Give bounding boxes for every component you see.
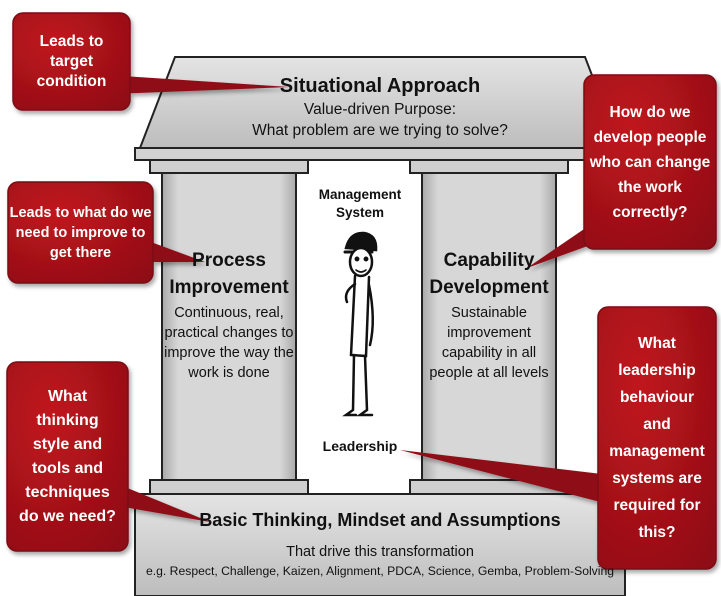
callout-top-right-line: develop people: [593, 128, 707, 146]
right-pillar-body-2: improvement: [447, 325, 531, 341]
callout-top-right-line: who can change: [589, 153, 711, 171]
callout-top-left: [12, 12, 290, 111]
roof-title: Situational Approach: [279, 75, 481, 97]
callout-bottom-right-line: leadership: [618, 362, 696, 379]
callout-mid-left-text: Leads to what do we need to improve to g…: [8, 182, 153, 283]
left-pillar-body-4: work is done: [188, 365, 270, 381]
callout-bottom-left-text: What thinking style and tools and techni…: [7, 362, 128, 551]
callout-bottom-right-text: What leadership behaviour and management…: [598, 307, 716, 569]
left-pillar-base: [149, 479, 309, 495]
callout-bottom-left-line: thinking: [36, 411, 99, 429]
callout-bottom-right-line: and: [643, 416, 671, 433]
callout-bottom-right-line: What: [638, 335, 676, 352]
callout-bottom-left-line: What: [47, 387, 88, 405]
right-pillar: [421, 172, 557, 481]
right-pillar-title-1: Capability: [443, 250, 535, 271]
callout-top-right-text: How do we develop people who can change …: [584, 75, 716, 249]
system-label: System: [335, 205, 385, 220]
foundation: [134, 493, 626, 596]
management-label: Management: [318, 187, 402, 202]
callout-mid-left-line: get there: [49, 244, 112, 261]
left-pillar-title-2: Improvement: [169, 277, 289, 298]
left-pillar-body-1: Continuous, real,: [174, 305, 284, 321]
callout-bottom-left: [6, 361, 210, 552]
leadership-text: Leadership: [322, 438, 398, 454]
callout-top-left-text: Leads to target condition: [13, 13, 130, 110]
callout-bottom-left-line: style and: [32, 435, 103, 453]
right-pillar-text: Capability Development Sustainable impro…: [422, 247, 556, 383]
leadership-label: Leadership: [308, 437, 412, 455]
callout-top-right: [527, 74, 717, 268]
foundation-line-2: e.g. Respect, Challenge, Kaizen, Alignme…: [145, 564, 615, 578]
callout-bottom-right-line: systems are: [612, 470, 702, 487]
left-pillar-text: Process Improvement Continuous, real, pr…: [162, 247, 296, 383]
roof-text: Situational Approach Value-driven Purpos…: [175, 73, 585, 141]
roof-line-2: What problem are we trying to solve?: [252, 122, 508, 139]
callout-bottom-right: [400, 306, 717, 570]
callout-bottom-right-line: this?: [638, 524, 676, 541]
left-pillar-title-1: Process: [192, 250, 266, 271]
management-system-label: Management System: [308, 186, 412, 222]
callout-bottom-right-line: required for: [613, 497, 701, 514]
left-pillar-body-3: improve the way the: [164, 345, 294, 361]
callout-top-left-line: target: [49, 52, 94, 70]
right-pillar-body-1: Sustainable: [451, 305, 527, 321]
callout-mid-left-line: need to improve to: [15, 224, 146, 241]
right-pillar-body-3: capability in all: [441, 345, 537, 361]
callout-top-left-line: condition: [36, 72, 107, 90]
callout-mid-left: [7, 181, 205, 284]
left-capital: [149, 159, 309, 174]
roof-beam: [134, 147, 626, 161]
leader-figure: [342, 231, 378, 417]
callout-top-right-line: correctly?: [612, 203, 688, 221]
left-pillar: [161, 172, 297, 481]
callout-top-right-line: the work: [618, 178, 682, 196]
callout-top-right-line: How do we: [609, 103, 691, 121]
foundation-line-1: That drive this transformation: [286, 544, 474, 560]
callout-top-left-line: Leads to: [39, 32, 104, 50]
right-pillar-title-2: Development: [429, 277, 549, 298]
foundation-title: Basic Thinking, Mindset and Assumptions: [199, 510, 561, 530]
callout-bottom-left-line: do we need?: [19, 507, 116, 525]
callout-bottom-right-line: management: [609, 443, 705, 460]
callout-bottom-left-line: tools and: [31, 459, 104, 477]
callout-bottom-right-line: behaviour: [619, 389, 695, 406]
callout-bottom-left-line: techniques: [25, 483, 110, 501]
roof-line-1: Value-driven Purpose:: [303, 101, 457, 118]
right-pillar-body-4: people at all levels: [429, 365, 549, 381]
left-pillar-body-2: practical changes to: [164, 325, 294, 341]
foundation-text: Basic Thinking, Mindset and Assumptions …: [135, 508, 625, 580]
callout-mid-left-line: Leads to what do we: [9, 204, 152, 221]
right-capital: [409, 159, 569, 174]
